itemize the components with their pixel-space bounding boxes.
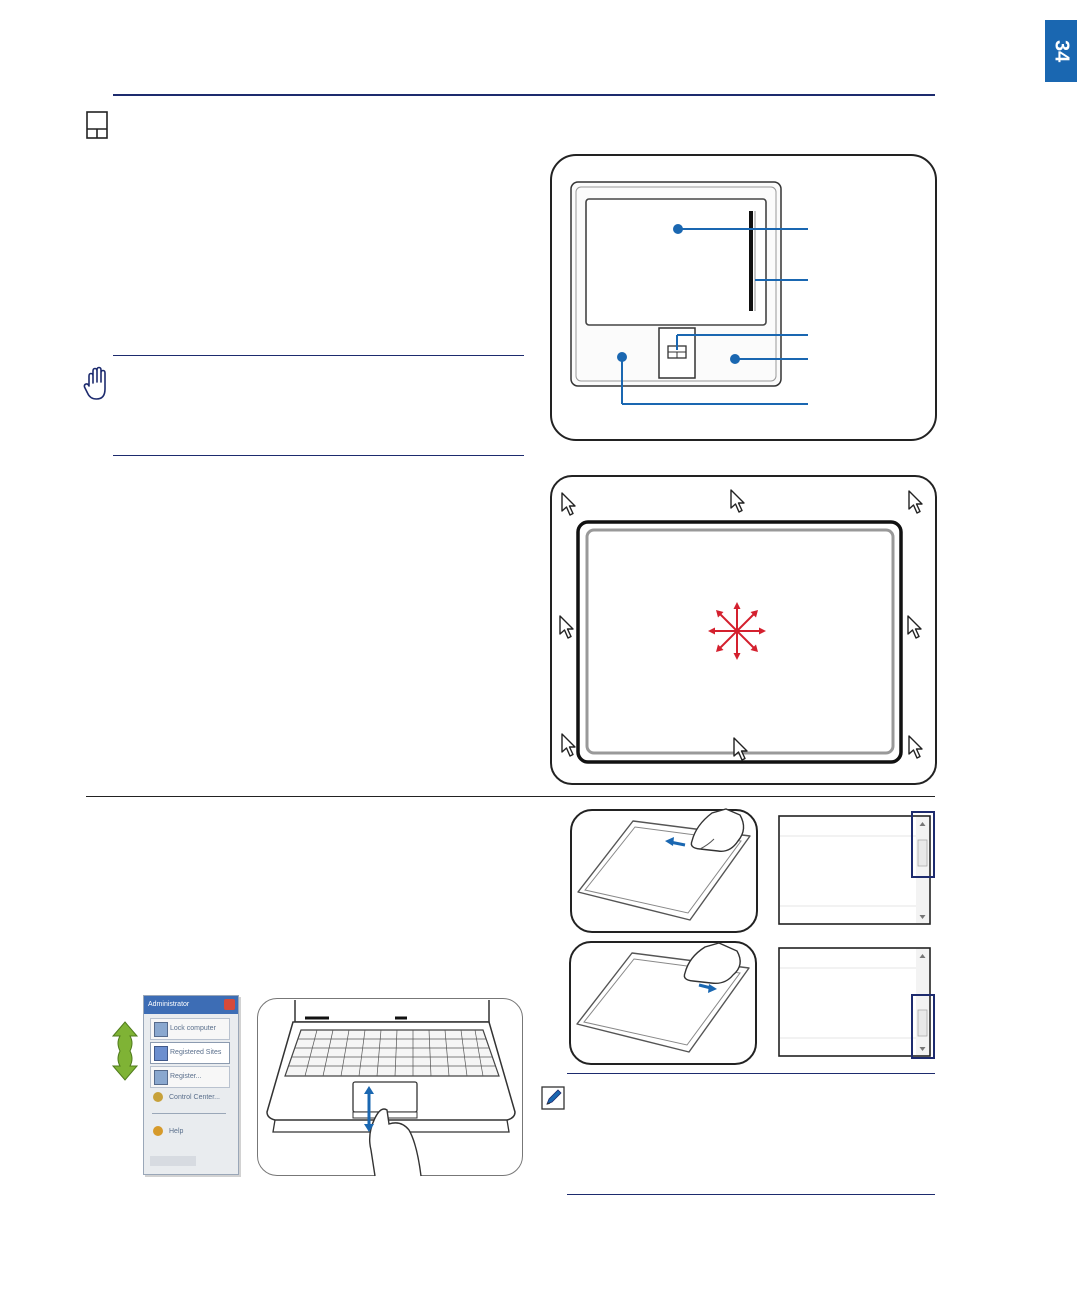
- close-icon[interactable]: [224, 999, 235, 1010]
- start-menu-item-label: Lock computer: [170, 1025, 216, 1032]
- lock-icon: [154, 1022, 168, 1037]
- start-menu-item-label: Help: [169, 1128, 184, 1135]
- scrollbar-window-bottom: [778, 947, 935, 1059]
- caution-bottom-rule: [113, 455, 524, 456]
- scroll-down-touchpad-drawing: [576, 942, 750, 1053]
- pointer-movement-drawing: [559, 489, 923, 764]
- start-menu-footer: [150, 1156, 196, 1166]
- start-menu-panel: Administrator Lock computer Registered S…: [143, 995, 239, 1175]
- laptop-scroll-drawing: [266, 1000, 516, 1177]
- help-icon: [153, 1126, 163, 1136]
- start-menu-titlebar: Administrator: [144, 996, 238, 1014]
- section-divider: [86, 796, 935, 797]
- register-icon: [154, 1070, 168, 1085]
- move-arrows-icon: [708, 602, 766, 660]
- start-menu-item-label: Control Center...: [169, 1094, 220, 1101]
- note-pencil-icon: [541, 1086, 565, 1110]
- header-rule: [113, 94, 935, 96]
- note-top-rule: [567, 1073, 935, 1074]
- scroll-up-touchpad-drawing: [577, 808, 751, 921]
- start-menu-item-label: Registered Sites: [170, 1049, 222, 1056]
- start-menu-separator: [152, 1113, 226, 1114]
- touchpad-section-icon: [86, 111, 108, 139]
- touchpad-parts-drawing: [570, 181, 808, 405]
- start-menu-item-label: Register...: [170, 1073, 202, 1080]
- green-scroll-arrows-icon: [111, 1021, 139, 1081]
- start-menu-item-registered-sites[interactable]: Registered Sites: [150, 1042, 230, 1064]
- note-bottom-rule: [567, 1194, 935, 1195]
- scrollbar-window-top: [778, 811, 935, 925]
- page-number: 34: [1045, 20, 1077, 82]
- sites-icon: [154, 1046, 168, 1061]
- start-menu-item-register[interactable]: Register...: [150, 1066, 230, 1088]
- caution-top-rule: [113, 355, 524, 356]
- caution-hand-icon: [83, 366, 106, 400]
- start-menu-item-help[interactable]: Help: [150, 1124, 228, 1142]
- start-menu-item-control-center[interactable]: Control Center...: [150, 1090, 228, 1108]
- control-center-icon: [153, 1092, 163, 1102]
- start-menu-item-lock[interactable]: Lock computer: [150, 1018, 230, 1040]
- start-menu-title: Administrator: [148, 1001, 190, 1008]
